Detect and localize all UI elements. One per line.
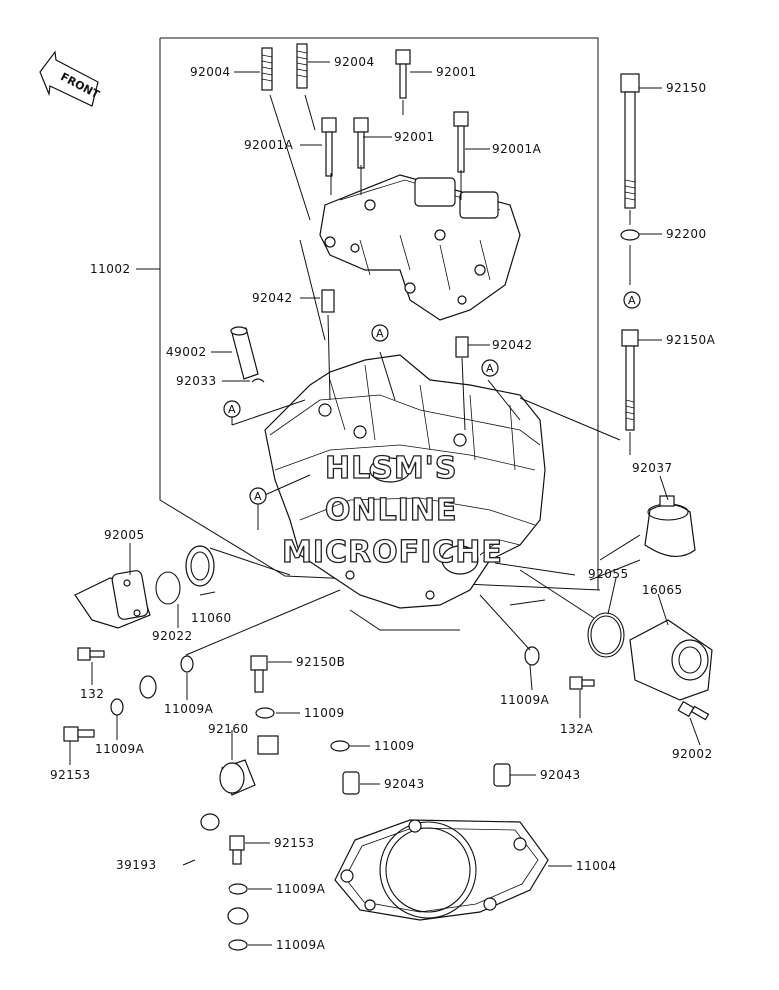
camshaft-holder [319,174,521,321]
callout-92042-right: 92042 [492,338,533,352]
watermark-line2: ONLINE [325,493,458,528]
seal-11060 [185,545,215,587]
callout-11009A-a: 11009A [164,702,214,716]
callout-11009-b: 11009 [374,739,415,753]
callout-11009A-e: 11009A [276,938,326,952]
bolt-92153-lower [229,835,245,865]
callout-132A: 132A [560,722,593,736]
clip-92033 [251,378,265,383]
ref-mark-a2: A [371,324,389,342]
callout-92055: 92055 [588,567,629,581]
washer-11009A-a [180,655,194,673]
callout-11002: 11002 [90,262,131,276]
dowel-92043-right [493,763,511,787]
callout-92150B: 92150B [296,655,345,669]
callout-92153-lower: 92153 [274,836,315,850]
bolt-132A [569,676,595,690]
bolt-92001-mid [353,117,369,169]
bolt-92001A-right [453,111,469,173]
svg-text:A: A [628,294,636,307]
clamp-92037 [644,495,696,557]
stud-92004-left [261,47,273,91]
cap-92160 [219,759,256,796]
washer-11009-b [330,740,350,752]
tube-49002 [230,326,259,380]
callout-11060: 11060 [191,611,232,625]
svg-text:A: A [486,362,494,375]
washer-11009A-b [110,698,124,716]
ref-mark-a4: A [223,400,241,418]
bolt-92150 [620,73,640,209]
dowel-92042-left [321,289,335,313]
dowel-92042-right [455,336,469,358]
washer-11009-a [255,707,275,719]
front-arrow-icon: FRONT [39,50,102,107]
o-ring-92022 [155,571,181,605]
svg-text:A: A [228,403,236,416]
callout-92001-mid: 92001 [394,130,435,144]
stud-92004-right [296,43,308,89]
callout-92200: 92200 [666,227,707,241]
callout-11009A-d: 11009A [276,882,326,896]
callout-92160: 92160 [208,722,249,736]
callout-92001A-right: 92001A [492,142,542,156]
callout-16065: 16065 [642,583,683,597]
callout-92042-left: 92042 [252,291,293,305]
callout-92043-right: 92043 [540,768,581,782]
bolt-132 [77,647,105,661]
washer-11009A-d [228,883,248,895]
bolt-92001A-left [321,117,337,177]
callout-92150: 92150 [666,81,707,95]
head-gasket-11004 [334,819,549,921]
callout-92001-top: 92001 [436,65,477,79]
bolt-92150B [250,655,268,693]
svg-text:A: A [254,490,262,503]
bolt-92150A [621,329,639,431]
callout-92004-left: 92004 [190,65,231,79]
callout-39193: 39193 [116,858,157,872]
watermark-line3: MICROFICHE [282,535,503,570]
callout-11004: 11004 [576,859,617,873]
callout-92022: 92022 [152,629,193,643]
svg-text:A: A [376,327,384,340]
callout-92150A: 92150A [666,333,716,347]
callout-11009A-c: 11009A [500,693,550,707]
oil-pipe-39193 [139,675,301,925]
washer-92200 [620,229,640,241]
callout-92004-right: 92004 [334,55,375,69]
callout-92001A-left: 92001A [244,138,294,152]
callout-132: 132 [80,687,104,701]
ref-mark-a5: A [249,487,267,505]
ref-mark-a3: A [481,359,499,377]
callout-11009-a: 11009 [304,706,345,720]
water-fitting-92005 [74,570,151,629]
washer-11009A-c [524,646,540,666]
banjo-92160 [257,735,279,755]
callout-92043-left: 92043 [384,777,425,791]
callout-49002: 49002 [166,345,207,359]
bolt-92001-top [395,49,411,99]
o-ring-92055 [587,612,625,658]
callout-92037: 92037 [632,461,673,475]
bolt-92153-left [63,726,95,742]
callout-92153-left: 92153 [50,768,91,782]
screw-92002 [677,700,710,721]
ref-mark-a1: A [623,291,641,309]
washer-11009A-e [228,939,248,951]
dowel-92043-left [342,771,360,795]
cylinder-head [264,354,546,609]
callout-92005: 92005 [104,528,145,542]
callout-92033: 92033 [176,374,217,388]
callout-11009A-b: 11009A [95,742,145,756]
callout-92002: 92002 [672,747,713,761]
carb-holder-16065 [629,619,713,701]
watermark-line1: HLSM'S [325,451,457,486]
callout-leaders [69,61,701,946]
